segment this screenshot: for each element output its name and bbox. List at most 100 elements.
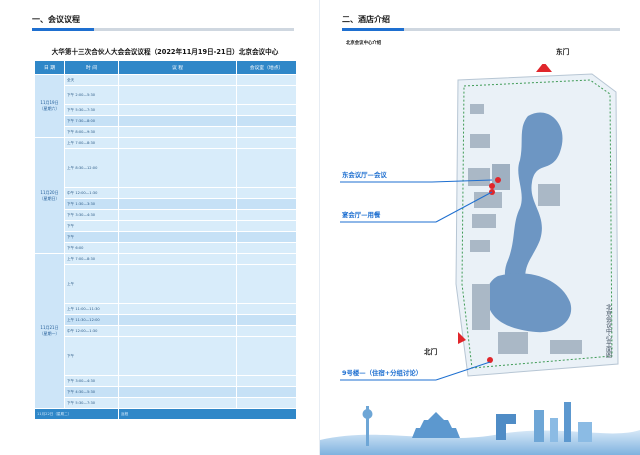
agenda-time-cell: 下午 bbox=[64, 336, 119, 376]
map-building bbox=[472, 284, 490, 330]
hotel-section-number: 二、 bbox=[342, 15, 358, 24]
map-building bbox=[538, 184, 560, 206]
agenda-section-title: 一、会议议程 bbox=[32, 14, 80, 25]
agenda-time-cell: 全天 bbox=[64, 74, 119, 86]
agenda-room-cell bbox=[236, 303, 297, 315]
east-gate-label: 东门 bbox=[556, 48, 570, 56]
agenda-date-cell: 11月21日（星期一） bbox=[34, 253, 65, 409]
pin-icon bbox=[495, 177, 501, 183]
agenda-item-cell bbox=[118, 253, 237, 265]
agenda-time-cell: 下午 7:30—8:00 bbox=[64, 115, 119, 127]
col-header-date: 日 期 bbox=[34, 60, 65, 75]
agenda-row: 下午 bbox=[35, 336, 297, 376]
map-building bbox=[468, 168, 490, 186]
agenda-time-cell: 下午 6:00 bbox=[64, 242, 119, 254]
map-lake-south bbox=[486, 273, 572, 333]
beijing-skyline-graphic bbox=[320, 402, 640, 455]
agenda-page: 一、会议议程 大华第十三次合伙人大会会议议程（2022年11月19日-21日）北… bbox=[32, 14, 297, 420]
agenda-row: 下午 bbox=[35, 231, 297, 243]
map-building-east-hall bbox=[492, 164, 510, 190]
agenda-room-cell bbox=[236, 336, 297, 376]
temple-roof-icon bbox=[412, 428, 460, 438]
hotel-title-rule bbox=[404, 28, 620, 31]
agenda-row: 下午 1:30—3:30 bbox=[35, 198, 297, 210]
agenda-item-cell bbox=[118, 209, 237, 221]
agenda-item-cell bbox=[118, 314, 237, 326]
agenda-row: 11月20日（星期日）上午 7:00—8:30 bbox=[34, 137, 297, 254]
agenda-item-cell bbox=[118, 386, 237, 398]
agenda-date-cell: 11月19日（星期六） bbox=[34, 74, 65, 138]
map-building bbox=[474, 192, 502, 208]
agenda-row: 下午 2:00—5:30 bbox=[35, 85, 297, 105]
map-building-9 bbox=[498, 332, 528, 354]
hotel-intro: 北京会议中心介绍 bbox=[346, 40, 446, 47]
agenda-item-cell bbox=[118, 303, 237, 315]
agenda-room-cell bbox=[236, 137, 297, 149]
east-gate-flag-icon bbox=[536, 64, 552, 72]
agenda-row: 上午 bbox=[35, 264, 297, 304]
agenda-time-cell: 上午 bbox=[64, 264, 119, 304]
agenda-title-accent bbox=[32, 28, 94, 31]
agenda-time-cell: 上午 11:00—11:30 bbox=[64, 303, 119, 315]
col-header-agenda: 议 程 bbox=[118, 60, 237, 75]
agenda-row: 下午 3:30—4:30 bbox=[35, 209, 297, 221]
agenda-room-cell bbox=[236, 126, 297, 138]
agenda-section-number: 一、 bbox=[32, 15, 48, 24]
agenda-item-cell bbox=[118, 242, 237, 254]
agenda-room-cell bbox=[236, 375, 297, 387]
agenda-time-cell: 上午 8:30—12:00 bbox=[64, 148, 119, 188]
agenda-item-cell bbox=[118, 126, 237, 138]
agenda-room-cell bbox=[236, 264, 297, 304]
agenda-row: 下午 5:30—7:30 bbox=[35, 397, 297, 409]
agenda-item-cell bbox=[118, 375, 237, 387]
agenda-item-cell bbox=[118, 187, 237, 199]
agenda-table: 日 期 时 间 议 程 会议室（地点） 11月19日（星期六）全天下午 2:00… bbox=[34, 60, 297, 420]
agenda-row: 下午 5:30—7:30 bbox=[35, 104, 297, 116]
page-spine bbox=[319, 0, 320, 455]
agenda-title-rule bbox=[94, 28, 294, 31]
agenda-row: 中午 12:00—1:30 bbox=[35, 325, 297, 337]
agenda-room-cell bbox=[236, 242, 297, 254]
hotel-section-title: 二、酒店介绍 bbox=[342, 14, 390, 25]
agenda-row: 下午 8:00—9:30 bbox=[35, 126, 297, 138]
agenda-item-cell bbox=[118, 231, 237, 243]
agenda-item-cell bbox=[118, 115, 237, 127]
agenda-time-cell: 下午 bbox=[64, 220, 119, 232]
agenda-row: 上午 11:30—12:00 bbox=[35, 314, 297, 326]
tv-tower-icon bbox=[366, 406, 369, 446]
map-building bbox=[470, 240, 490, 252]
agenda-header-row: 日 期 时 间 议 程 会议室（地点） bbox=[34, 60, 297, 75]
skyscraper-icon bbox=[550, 418, 558, 442]
banquet-hall-label: 宴会厅—用餐 bbox=[342, 211, 381, 219]
agenda-room-cell bbox=[236, 325, 297, 337]
pin-icon bbox=[487, 357, 493, 363]
agenda-room-cell bbox=[236, 397, 297, 409]
agenda-item-cell bbox=[118, 325, 237, 337]
hotel-intro-title: 北京会议中心介绍 bbox=[346, 41, 382, 46]
agenda-room-cell bbox=[236, 187, 297, 199]
agenda-row: 中午 12:00—1:30 bbox=[35, 187, 297, 199]
agenda-time-cell: 下午 4:30—5:30 bbox=[64, 386, 119, 398]
agenda-heading: 大华第十三次合伙人大会会议议程（2022年11月19日-21日）北京会议中心 bbox=[51, 48, 279, 56]
agenda-room-cell bbox=[236, 314, 297, 326]
agenda-item-cell bbox=[118, 74, 237, 86]
agenda-item-cell bbox=[118, 148, 237, 188]
agenda-row: 上午 8:30—12:00 bbox=[35, 148, 297, 188]
agenda-footer-item: 返程 bbox=[118, 408, 297, 420]
hotel-section-label: 酒店介绍 bbox=[358, 15, 390, 24]
temple-roof-icon bbox=[420, 420, 452, 428]
agenda-room-cell bbox=[236, 104, 297, 116]
agenda-time-cell: 下午 1:30—3:30 bbox=[64, 198, 119, 210]
agenda-time-cell: 下午 5:30—7:30 bbox=[64, 397, 119, 409]
agenda-section-label: 会议议程 bbox=[48, 15, 80, 24]
map-building bbox=[470, 104, 484, 114]
agenda-footer-date: 11月22日（星期二） bbox=[34, 408, 119, 420]
map-building-banquet-hall bbox=[472, 214, 496, 228]
map-building bbox=[470, 134, 490, 148]
agenda-room-cell bbox=[236, 209, 297, 221]
agenda-time-cell: 中午 12:00—1:30 bbox=[64, 187, 119, 199]
building-icon bbox=[578, 422, 592, 442]
agenda-room-cell bbox=[236, 115, 297, 127]
agenda-room-cell bbox=[236, 198, 297, 210]
north-gate-flag-icon bbox=[458, 332, 466, 344]
